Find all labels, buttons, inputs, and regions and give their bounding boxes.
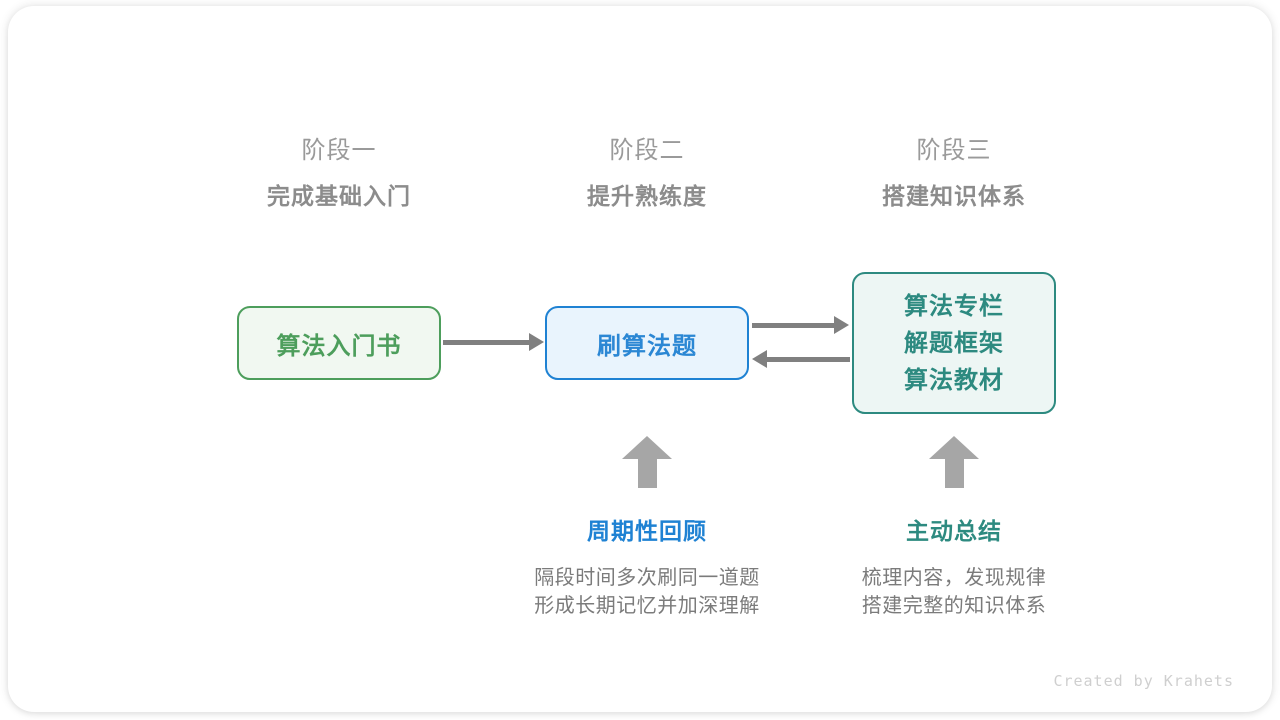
credit-text: Created by Krahets — [1053, 672, 1234, 690]
stage-phase-label: 阶段一 — [301, 137, 377, 164]
annotation-periodic-review: 周期性回顾 隔段时间多次刷同一道题 形成长期记忆并加深理解 — [497, 516, 797, 620]
annotation-desc-line-1: 梳理内容，发现规律 — [861, 567, 1047, 589]
arrow-green-to-blue-shaft — [443, 340, 530, 345]
annotation-title: 主动总结 — [906, 518, 1002, 544]
node-label: 刷算法题 — [597, 332, 697, 360]
node-label-line-2: 解题框架 — [904, 329, 1004, 357]
annotation-desc-line-1: 隔段时间多次刷同一道题 — [534, 567, 760, 589]
diagram-canvas: 阶段一 完成基础入门 阶段二 提升熟练度 阶段三 搭建知识体系 算法入门书 刷算… — [8, 6, 1272, 712]
arrow-green-to-blue-head-icon — [529, 333, 544, 351]
node-label-line-1: 算法专栏 — [904, 292, 1004, 320]
stage-header-1: 阶段一 完成基础入门 — [219, 134, 459, 213]
node-label-line-3: 算法教材 — [904, 366, 1004, 394]
arrow-blue-to-teal-head-icon — [834, 316, 849, 334]
node-label: 算法入门书 — [276, 332, 402, 360]
stage-phase-label: 阶段三 — [916, 137, 992, 164]
stage-header-2: 阶段二 提升熟练度 — [527, 134, 767, 213]
stage-title-label: 提升熟练度 — [587, 183, 707, 209]
node-algorithm-intro-book[interactable]: 算法入门书 — [237, 306, 441, 380]
stage-title-label: 搭建知识体系 — [882, 183, 1026, 209]
stage-phase-label: 阶段二 — [609, 137, 685, 164]
up-arrow-summary-icon — [929, 436, 979, 488]
stage-header-3: 阶段三 搭建知识体系 — [834, 134, 1074, 213]
arrow-teal-to-blue-shaft — [767, 357, 850, 362]
node-knowledge-resources[interactable]: 算法专栏 解题框架 算法教材 — [852, 272, 1056, 414]
arrow-teal-to-blue-head-icon — [752, 350, 767, 368]
annotation-desc-line-2: 搭建完整的知识体系 — [861, 595, 1047, 617]
arrow-blue-to-teal-shaft — [752, 323, 835, 328]
up-arrow-review-icon — [622, 436, 672, 488]
stage-title-label: 完成基础入门 — [267, 183, 411, 209]
annotation-active-summary: 主动总结 梳理内容，发现规律 搭建完整的知识体系 — [804, 516, 1104, 620]
annotation-desc-line-2: 形成长期记忆并加深理解 — [534, 595, 760, 617]
node-practice-problems[interactable]: 刷算法题 — [545, 306, 749, 380]
annotation-title: 周期性回顾 — [587, 518, 707, 544]
